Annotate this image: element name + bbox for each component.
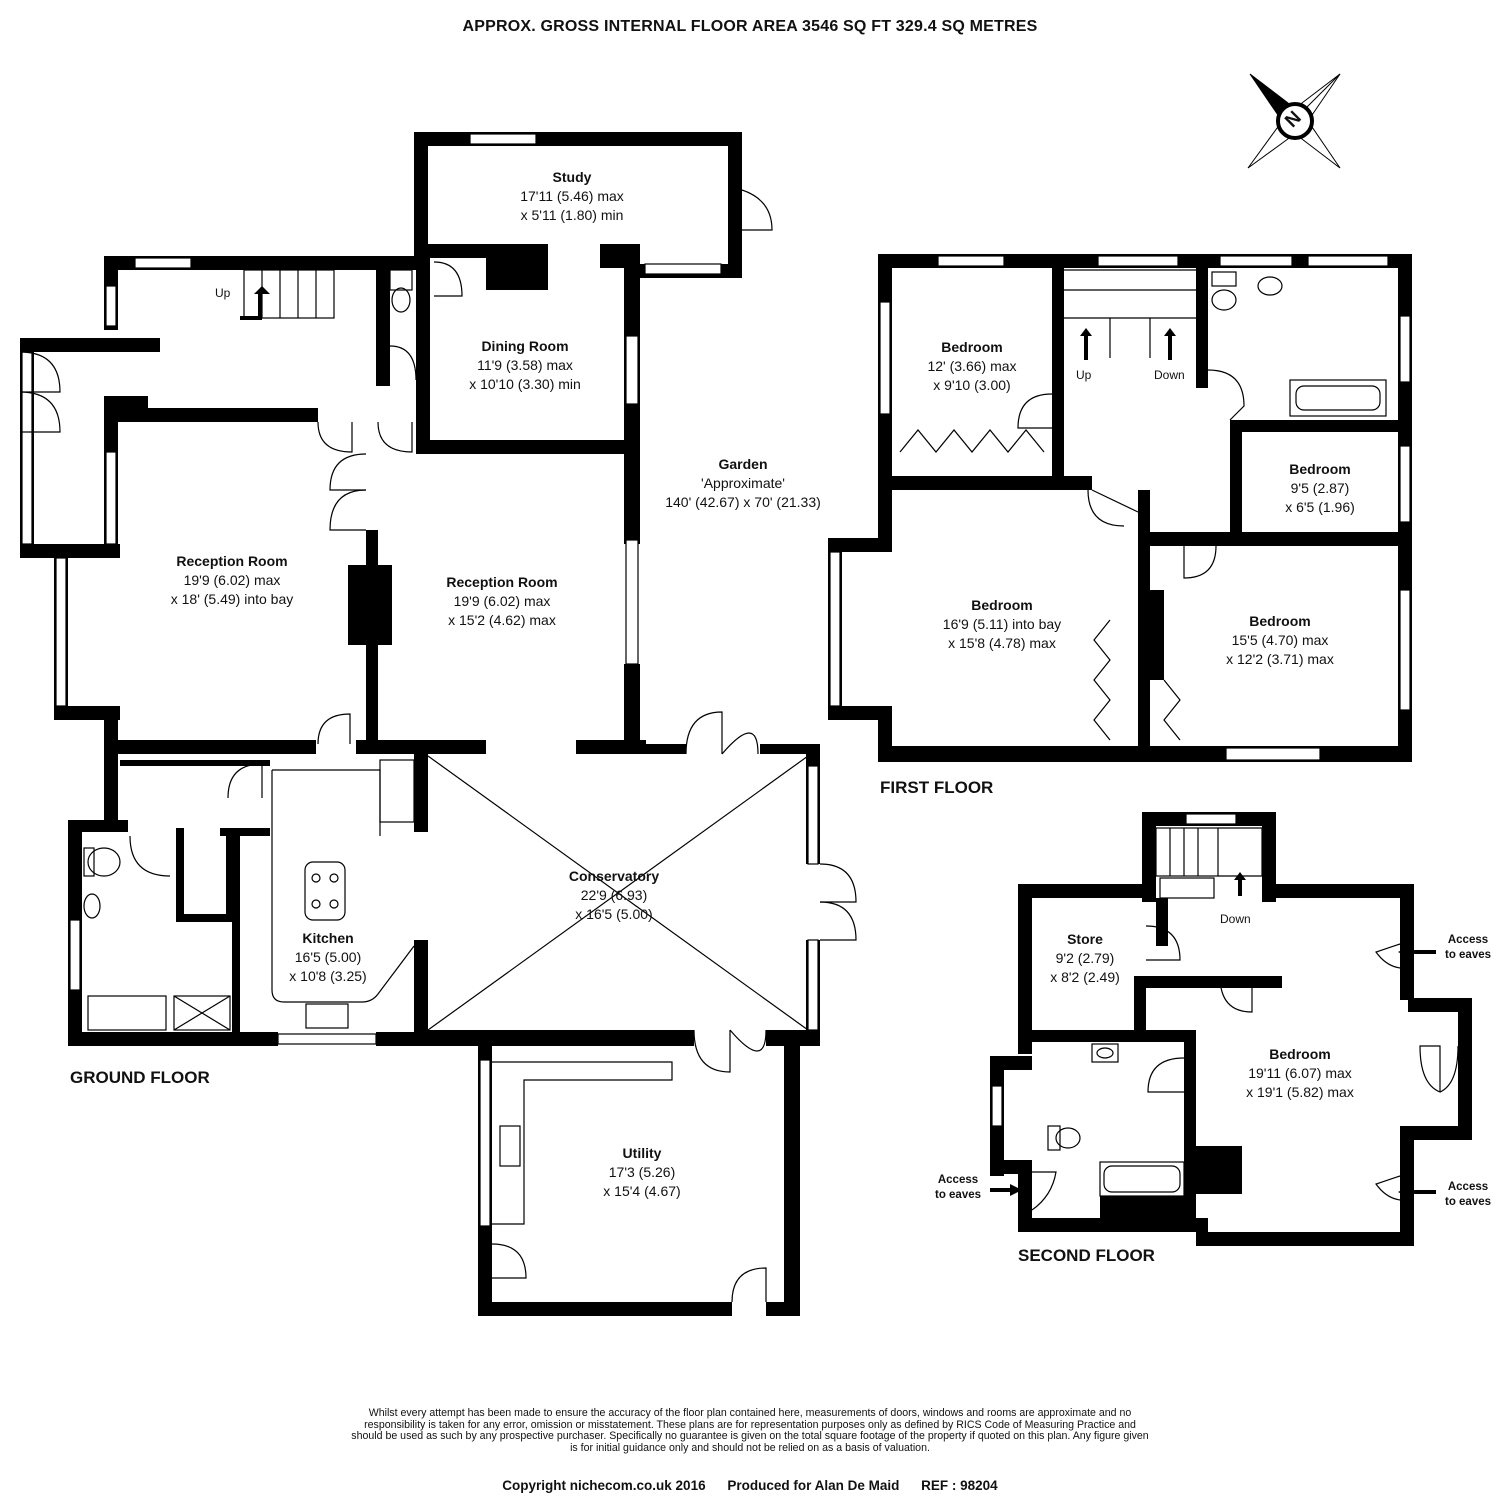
stair-label-down-second: Down bbox=[1220, 912, 1251, 926]
stair-label-down-first: Down bbox=[1154, 368, 1185, 382]
eaves-label: Access to eaves bbox=[926, 1173, 990, 1203]
room-dim-2: x 15'8 (4.78) max bbox=[948, 635, 1056, 651]
room-dim-1: 19'9 (6.02) max bbox=[183, 572, 281, 588]
room-name: Bedroom bbox=[971, 597, 1033, 613]
reference-text: REF : 98204 bbox=[921, 1478, 998, 1493]
floor-label-first: FIRST FLOOR bbox=[880, 778, 994, 797]
room-dim-1: 12' (3.66) max bbox=[927, 358, 1017, 374]
eaves-line-2: to eaves bbox=[1444, 949, 1492, 961]
room-dim-1: 16'9 (5.11) into bay bbox=[942, 616, 1062, 632]
ground-floor-walls bbox=[20, 132, 820, 1316]
compass: N bbox=[1240, 66, 1350, 176]
fixtures-and-openings bbox=[19, 133, 1469, 1303]
eaves-line-2: to eaves bbox=[1444, 1196, 1492, 1208]
room-ff-bedroom-3: Bedroom 16'9 (5.11) into bay x 15'8 (4.7… bbox=[902, 596, 1102, 653]
room-name: Store bbox=[1067, 931, 1103, 947]
room-dim-1: 'Approximate' bbox=[701, 475, 785, 491]
eaves-label: Access to eaves bbox=[1436, 933, 1500, 963]
room-dim-2: x 12'2 (3.71) max bbox=[1226, 651, 1334, 667]
room-dim-2: x 15'2 (4.62) max bbox=[448, 612, 556, 628]
room-dim-1: 9'2 (2.79) bbox=[1055, 950, 1115, 966]
room-dim-2: x 6'5 (1.96) bbox=[1285, 499, 1355, 515]
room-dim-2: x 16'5 (5.00) bbox=[575, 906, 653, 922]
stair-label-up-first: Up bbox=[1076, 368, 1092, 382]
room-conservatory: Conservatory 22'9 (6.93) x 16'5 (5.00) bbox=[514, 867, 714, 924]
room-name: Study bbox=[552, 169, 592, 185]
room-dining: Dining Room 11'9 (3.58) max x 10'10 (3.3… bbox=[425, 337, 625, 394]
room-dim-2: x 10'10 (3.30) min bbox=[469, 376, 581, 392]
room-reception-right: Reception Room 19'9 (6.02) max x 15'2 (4… bbox=[402, 573, 602, 630]
room-dim-2: x 5'11 (1.80) min bbox=[520, 207, 624, 223]
room-ff-bedroom-2: Bedroom 9'5 (2.87) x 6'5 (1.96) bbox=[1245, 460, 1395, 517]
copyright-text: Copyright nichecom.co.uk 2016 bbox=[502, 1478, 706, 1493]
room-dim-1: 17'11 (5.46) max bbox=[520, 188, 624, 204]
page-title: APPROX. GROSS INTERNAL FLOOR AREA 3546 S… bbox=[462, 18, 1038, 35]
room-name: Bedroom bbox=[1249, 613, 1311, 629]
eaves-line-1: Access bbox=[937, 1174, 979, 1186]
room-name: Garden bbox=[718, 456, 768, 472]
room-dim-1: 16'5 (5.00) bbox=[294, 949, 362, 965]
room-utility: Utility 17'3 (5.26) x 15'4 (4.67) bbox=[542, 1144, 742, 1201]
room-dim-2: x 9'10 (3.00) bbox=[933, 377, 1011, 393]
room-name: Bedroom bbox=[1269, 1046, 1331, 1062]
north-arrow-icon bbox=[1247, 73, 1341, 169]
room-name: Kitchen bbox=[302, 930, 354, 946]
room-dim-2: x 18' (5.49) into bay bbox=[170, 591, 294, 607]
room-dim-1: 17'3 (5.26) bbox=[608, 1164, 676, 1180]
floor-label-second: SECOND FLOOR bbox=[1018, 1246, 1155, 1265]
eaves-line-2: to eaves bbox=[934, 1189, 982, 1201]
room-dim-2: x 8'2 (2.49) bbox=[1050, 969, 1120, 985]
room-dim-1: 19'11 (6.07) max bbox=[1248, 1065, 1352, 1081]
room-dim-2: x 19'1 (5.82) max bbox=[1246, 1084, 1354, 1100]
area-garden: Garden 'Approximate' 140' (42.67) x 70' … bbox=[638, 455, 848, 512]
copyright-line: Copyright nichecom.co.uk 2016 Produced f… bbox=[0, 1478, 1500, 1493]
room-dim-1: 9'5 (2.87) bbox=[1290, 480, 1350, 496]
room-dim-1: 15'5 (4.70) max bbox=[1231, 632, 1329, 648]
room-dim-2: 140' (42.67) x 70' (21.33) bbox=[665, 494, 821, 510]
room-name: Bedroom bbox=[1289, 461, 1351, 477]
room-study: Study 17'11 (5.46) max x 5'11 (1.80) min bbox=[472, 168, 672, 225]
room-sf-bedroom: Bedroom 19'11 (6.07) max x 19'1 (5.82) m… bbox=[1210, 1045, 1390, 1102]
room-name: Reception Room bbox=[446, 574, 558, 590]
second-floor-walls bbox=[990, 812, 1472, 1246]
produced-for-text: Produced for Alan De Maid bbox=[727, 1478, 900, 1493]
room-name: Conservatory bbox=[568, 868, 660, 884]
room-name: Utility bbox=[622, 1145, 662, 1161]
room-dim-2: x 15'4 (4.67) bbox=[603, 1183, 681, 1199]
room-dim-1: 19'9 (6.02) max bbox=[453, 593, 551, 609]
room-name: Bedroom bbox=[941, 339, 1003, 355]
room-dim-1: 22'9 (6.93) bbox=[580, 887, 648, 903]
eaves-line-1: Access bbox=[1447, 1181, 1489, 1193]
room-ff-bedroom-1: Bedroom 12' (3.66) max x 9'10 (3.00) bbox=[892, 338, 1052, 395]
room-reception-left: Reception Room 19'9 (6.02) max x 18' (5.… bbox=[132, 552, 332, 609]
eaves-label: Access to eaves bbox=[1436, 1180, 1500, 1210]
eaves-line-1: Access bbox=[1447, 934, 1489, 946]
room-dim-2: x 10'8 (3.25) bbox=[289, 968, 367, 984]
room-name: Dining Room bbox=[481, 338, 569, 354]
room-kitchen: Kitchen 16'5 (5.00) x 10'8 (3.25) bbox=[248, 929, 408, 986]
stair-arrows bbox=[240, 286, 1436, 1198]
stair-label-up-ground: Up bbox=[215, 286, 231, 300]
room-store: Store 9'2 (2.79) x 8'2 (2.49) bbox=[1030, 930, 1140, 987]
floor-label-ground: GROUND FLOOR bbox=[70, 1068, 210, 1087]
room-ff-bedroom-4: Bedroom 15'5 (4.70) max x 12'2 (3.71) ma… bbox=[1180, 612, 1380, 669]
disclaimer-text: Whilst every attempt has been made to en… bbox=[351, 1407, 1149, 1454]
room-dim-1: 11'9 (3.58) max bbox=[477, 357, 573, 373]
room-name: Reception Room bbox=[176, 553, 288, 569]
